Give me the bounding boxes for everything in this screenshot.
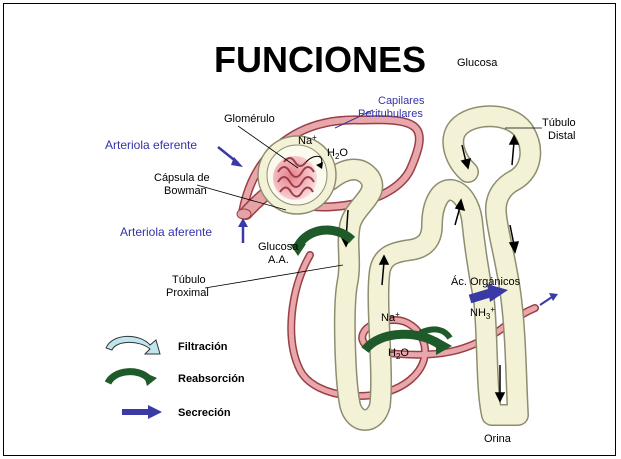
legend-filtracion: Filtración: [178, 341, 228, 353]
label-tubulo-distal: Túbulo: [542, 117, 576, 129]
glomerulus: [273, 156, 317, 200]
legend: Filtración Reabsorción Secreción: [106, 336, 245, 419]
label-arteriola-aferente: Arteriola aferente: [120, 225, 212, 239]
label-capsula: Cápsula de: [154, 172, 210, 184]
label-proximal: Proximal: [166, 287, 209, 299]
label-glucosa-aa: Glucosa: [258, 241, 299, 253]
label-h2o-top: H2O: [327, 147, 348, 161]
label-aa: A.A.: [268, 254, 289, 266]
legend-secrecion: Secreción: [178, 407, 231, 419]
label-glucosa-top: Glucosa: [457, 57, 498, 69]
legend-reabsorcion: Reabsorción: [178, 373, 245, 385]
page-title: FUNCIONES: [214, 39, 426, 80]
label-bowman: Bowman: [164, 185, 207, 197]
label-capilares: Capilares: [378, 95, 425, 107]
legend-secretion-arrow: [148, 405, 162, 419]
legend-filtration-arrow: [106, 336, 160, 354]
label-orina: Orina: [484, 433, 512, 445]
label-arteriola-eferente: Arteriola eferente: [105, 138, 197, 152]
label-peritubulares: Peritubulares: [358, 108, 423, 120]
label-ac-organicos: Ác. Orgánicos: [451, 275, 521, 288]
label-glomerulo: Glomérulo: [224, 113, 275, 125]
label-h2o-bottom: H2O: [388, 347, 409, 361]
label-tubulo-proximal: Túbulo: [172, 274, 206, 286]
label-distal: Distal: [548, 130, 576, 142]
legend-reabsorption-arrow: [108, 372, 148, 383]
